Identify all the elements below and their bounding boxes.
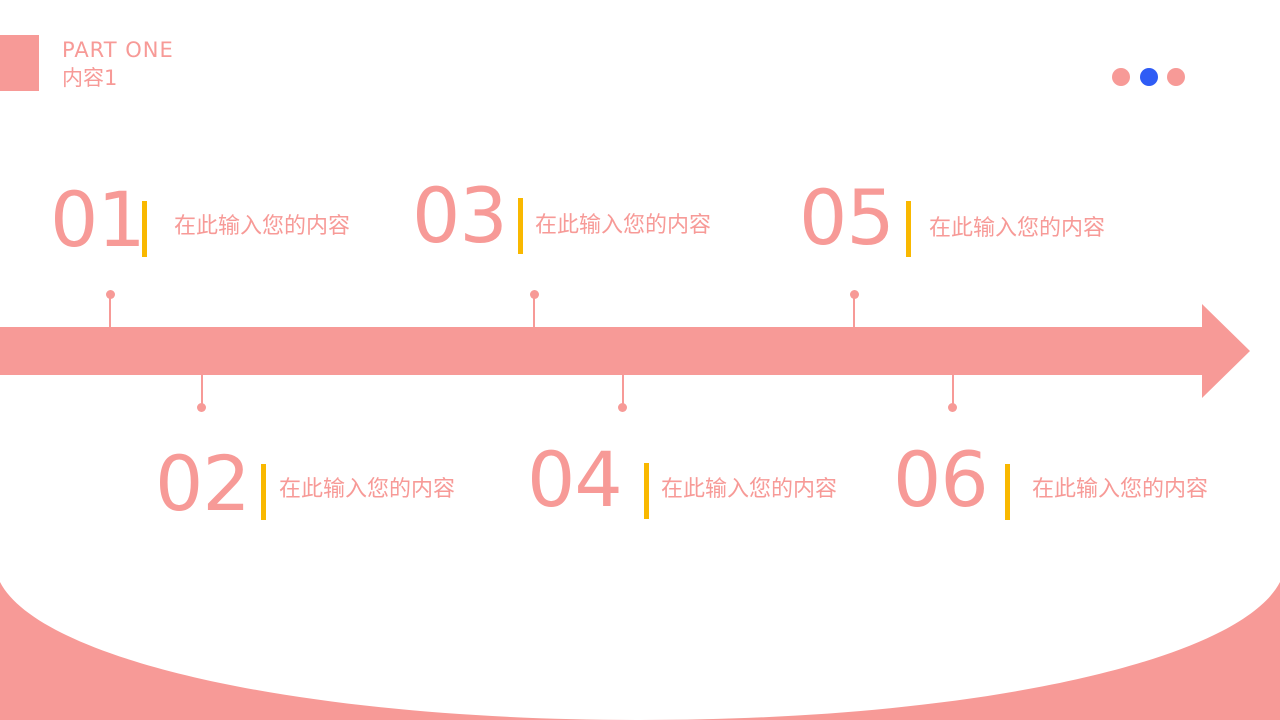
item-divider-01: [142, 201, 147, 257]
nav-dot-1[interactable]: [1112, 68, 1130, 86]
item-number-06: 06: [893, 435, 989, 524]
item-text-02: 在此输入您的内容: [279, 477, 456, 502]
bottom-wave: [0, 582, 1280, 720]
pin-dot-02: [197, 403, 206, 412]
pin-line-05: [853, 296, 855, 327]
item-divider-03: [518, 198, 523, 254]
nav-dot-3[interactable]: [1167, 68, 1185, 86]
item-number-03: 03: [412, 171, 508, 260]
pin-line-02: [201, 375, 203, 406]
pin-line-04: [622, 375, 624, 406]
pin-dot-01: [106, 290, 115, 299]
item-number-04: 04: [527, 435, 623, 524]
item-divider-04: [644, 463, 649, 519]
header-accent-block: [0, 35, 39, 91]
item-text-05: 在此输入您的内容: [929, 216, 1106, 241]
pin-dot-05: [850, 290, 859, 299]
item-text-03: 在此输入您的内容: [535, 213, 712, 238]
pin-line-03: [533, 296, 535, 327]
item-text-06: 在此输入您的内容: [1032, 477, 1209, 502]
timeline-arrow: [0, 304, 1250, 398]
pin-line-01: [109, 296, 111, 327]
pin-dot-03: [530, 290, 539, 299]
item-divider-05: [906, 201, 911, 257]
item-text-01: 在此输入您的内容: [174, 214, 351, 239]
item-number-02: 02: [155, 439, 251, 528]
item-text-04: 在此输入您的内容: [661, 477, 838, 502]
item-number-05: 05: [799, 173, 895, 262]
pin-line-06: [952, 375, 954, 406]
item-divider-06: [1005, 464, 1010, 520]
pin-dot-04: [618, 403, 627, 412]
item-number-01: 01: [50, 175, 146, 264]
nav-dot-2[interactable]: [1140, 68, 1158, 86]
item-divider-02: [261, 464, 266, 520]
page-subtitle: 内容1: [62, 66, 118, 90]
pin-dot-06: [948, 403, 957, 412]
page-title: PART ONE: [62, 38, 174, 62]
